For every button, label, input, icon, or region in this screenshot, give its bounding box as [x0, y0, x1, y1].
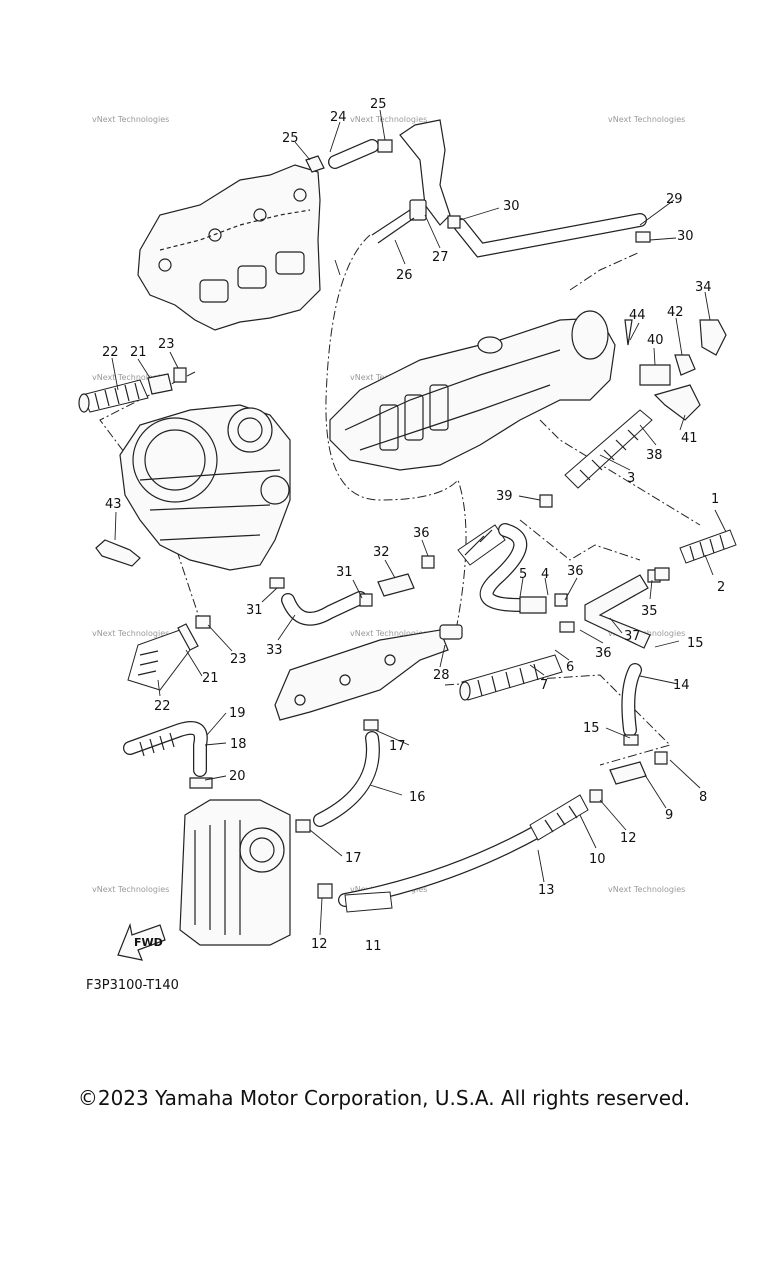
callout-39: 39	[496, 489, 513, 504]
callout-30b: 30	[677, 229, 694, 244]
callout-16: 16	[409, 790, 426, 805]
top-hose-group	[305, 119, 651, 258]
figure-code: F3P3100-T140	[86, 978, 179, 993]
callout-21a: 21	[130, 345, 147, 360]
leader-lines	[111, 109, 727, 936]
watermark-text: vNext Technologies	[92, 115, 169, 124]
callout-23b: 23	[230, 652, 247, 667]
callout-38: 38	[646, 448, 663, 463]
callout-33: 33	[266, 643, 283, 658]
left-lower-hose	[127, 615, 211, 691]
callout-15b: 15	[687, 636, 704, 651]
callout-29: 29	[666, 192, 683, 207]
hose-14	[609, 663, 668, 785]
y-pipe-37	[559, 569, 661, 649]
watermark-text: vNext Technologies	[608, 885, 685, 894]
callout-19: 19	[229, 706, 246, 721]
callout-17b: 17	[345, 851, 362, 866]
callout-43: 43	[105, 497, 122, 512]
watermark-text: vNext Technologies	[92, 629, 169, 638]
callout-36c: 36	[595, 646, 612, 661]
callout-20: 20	[229, 769, 246, 784]
callout-6: 6	[566, 660, 574, 675]
hose-1-2	[654, 529, 737, 581]
callout-25b: 25	[282, 131, 299, 146]
callout-40: 40	[647, 333, 664, 348]
callout-31a: 31	[336, 565, 353, 580]
callout-8: 8	[699, 790, 707, 805]
callout-3: 3	[627, 471, 635, 486]
hose-16	[295, 719, 380, 833]
callout-24: 24	[330, 110, 347, 125]
callout-15a: 15	[583, 721, 600, 736]
callout-21b: 21	[202, 671, 219, 686]
part-43-gasket	[95, 539, 141, 567]
callout-30a: 30	[503, 199, 520, 214]
callout-10: 10	[589, 852, 606, 867]
callout-44: 44	[629, 308, 646, 323]
left-upper-hose	[78, 367, 187, 413]
callout-13: 13	[538, 883, 555, 898]
callout-36b: 36	[567, 564, 584, 579]
hose-5	[457, 523, 568, 614]
engine-block	[179, 799, 291, 946]
callout-34: 34	[695, 280, 712, 295]
callout-labels: 1 2 3 4 5 6 7 8 9 10 11 12 12 13 14 15 1…	[102, 97, 725, 954]
fwd-label: FWD	[134, 936, 163, 949]
callout-22a: 22	[102, 345, 119, 360]
watermark-text: vNext Technologies	[608, 115, 685, 124]
callout-32: 32	[373, 545, 390, 560]
callout-36a: 36	[413, 526, 430, 541]
hose-33	[269, 555, 435, 626]
hose-10-11-13	[317, 789, 603, 913]
callout-42: 42	[667, 305, 684, 320]
hose-3-38	[539, 409, 653, 508]
hose-6-7	[459, 654, 563, 701]
copyright-notice: ©2023 Yamaha Motor Corporation, U.S.A. A…	[77, 1086, 691, 1110]
callout-41: 41	[681, 431, 698, 446]
watermark-text: vNext Technologies	[350, 115, 427, 124]
callout-18: 18	[230, 737, 247, 752]
callout-26: 26	[396, 268, 413, 283]
supercharger-housing	[119, 404, 291, 571]
callout-17a: 17	[389, 739, 406, 754]
callout-11: 11	[365, 939, 382, 954]
watermark-text: vNext Technologies	[92, 885, 169, 894]
callout-14: 14	[673, 678, 690, 693]
watermark-text: vNext Technologies	[92, 373, 169, 382]
muffler-assembly	[329, 310, 616, 471]
callout-1: 1	[711, 492, 719, 507]
exhaust-manifold	[137, 164, 321, 331]
callout-12a: 12	[311, 937, 328, 952]
callout-5: 5	[519, 567, 527, 582]
callout-28: 28	[433, 668, 450, 683]
watermark-text: vNext Technologies	[350, 629, 427, 638]
callout-7: 7	[540, 678, 548, 693]
hose-18-19	[123, 720, 213, 789]
callout-37: 37	[624, 629, 641, 644]
bracket-plate	[274, 624, 463, 721]
callout-27: 27	[432, 250, 449, 265]
callout-4: 4	[541, 567, 549, 582]
callout-12b: 12	[620, 831, 637, 846]
callout-22b: 22	[154, 699, 171, 714]
exploded-parts-diagram: vNext Technologies vNext Technologies vN…	[78, 97, 737, 993]
callout-35: 35	[641, 604, 658, 619]
forward-arrow: FWD	[117, 922, 166, 961]
callout-31b: 31	[246, 603, 263, 618]
callout-2: 2	[717, 580, 725, 595]
upper-right-fittings	[624, 319, 727, 421]
callout-9: 9	[665, 808, 673, 823]
callout-25a: 25	[370, 97, 387, 112]
callout-23a: 23	[158, 337, 175, 352]
